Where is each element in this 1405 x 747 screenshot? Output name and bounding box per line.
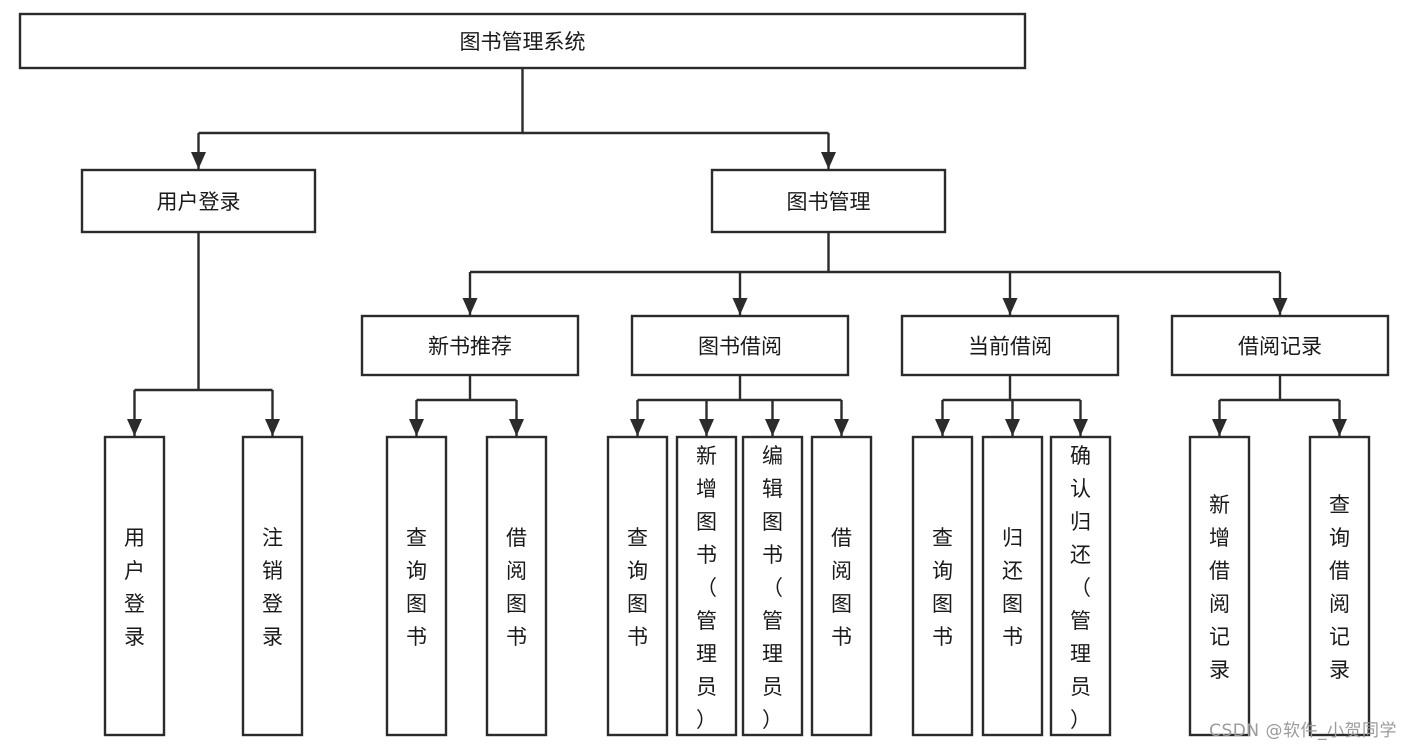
node-label: 新书推荐 (428, 335, 512, 359)
node-label: 查询借阅记录 (1329, 493, 1350, 682)
node-图书管理系统[interactable]: 图书管理系统 (18, 12, 1027, 70)
node-归还图书[interactable]: 归还图书 (981, 435, 1044, 737)
node-box[interactable] (710, 168, 947, 234)
connector-layer (127, 68, 1347, 436)
node-label: 归还图书 (1002, 526, 1023, 649)
arrow-head-icon (834, 419, 849, 436)
node-借阅记录[interactable]: 借阅记录 (1170, 314, 1390, 377)
node-新书推荐[interactable]: 新书推荐 (360, 314, 580, 377)
node-label: 借阅图书 (506, 526, 527, 649)
node-layer: 图书管理系统用户登录图书管理新书推荐图书借阅当前借阅借阅记录用户登录注销登录查询… (18, 12, 1390, 737)
node-label: 图书管理系统 (460, 30, 586, 54)
node-box[interactable] (606, 435, 669, 737)
node-label: 借阅记录 (1238, 335, 1322, 359)
node-label: 当前借阅 (968, 335, 1052, 359)
node-box[interactable] (630, 314, 850, 377)
node-label: 用户登录 (157, 190, 241, 214)
node-注销登录[interactable]: 注销登录 (241, 435, 304, 737)
arrow-head-icon (935, 419, 950, 436)
arrow-head-icon (462, 298, 478, 315)
arrow-head-icon (1073, 419, 1088, 436)
node-box[interactable] (1188, 435, 1251, 737)
node-box[interactable] (741, 435, 804, 737)
node-box[interactable] (900, 314, 1120, 377)
node-编辑图书管理员[interactable]: 编辑图书（管理员） (741, 435, 804, 737)
node-box[interactable] (241, 435, 304, 737)
node-box[interactable] (18, 12, 1027, 70)
node-新增图书管理员[interactable]: 新增图书（管理员） (675, 435, 738, 737)
node-借阅图书[interactable]: 借阅图书 (485, 435, 548, 737)
node-label: 新增借阅记录 (1209, 493, 1230, 682)
node-label: 借阅图书 (831, 526, 852, 649)
arrow-head-icon (265, 419, 280, 436)
arrow-head-icon (1005, 419, 1020, 436)
node-图书借阅[interactable]: 图书借阅 (630, 314, 850, 377)
arrow-head-icon (765, 419, 780, 436)
node-label: 图书管理 (787, 190, 871, 214)
node-label: 查询图书 (627, 526, 648, 649)
arrow-head-icon (1212, 419, 1227, 436)
arrow-head-icon (699, 419, 714, 436)
node-box[interactable] (103, 435, 166, 737)
node-查询图书[interactable]: 查询图书 (385, 435, 448, 737)
arrow-head-icon (509, 419, 524, 436)
arrow-head-icon (1002, 298, 1018, 315)
node-label: 编辑图书（管理员） (762, 444, 783, 732)
node-label: 用户登录 (124, 526, 145, 649)
node-box[interactable] (360, 314, 580, 377)
node-label: 图书借阅 (698, 335, 782, 359)
node-box[interactable] (1049, 435, 1112, 737)
node-label: 查询图书 (406, 526, 427, 649)
node-box[interactable] (981, 435, 1044, 737)
node-label: 注销登录 (262, 526, 283, 649)
node-box[interactable] (1170, 314, 1390, 377)
arrow-head-icon (1332, 419, 1347, 436)
arrow-head-icon (821, 152, 836, 169)
arrow-head-icon (191, 152, 206, 169)
arrow-head-icon (1272, 298, 1288, 315)
arrow-head-icon (732, 298, 748, 315)
arrow-head-icon (630, 419, 645, 436)
node-box[interactable] (80, 168, 317, 234)
node-查询图书[interactable]: 查询图书 (606, 435, 669, 737)
node-box[interactable] (485, 435, 548, 737)
node-label: 新增图书（管理员） (696, 444, 717, 732)
node-当前借阅[interactable]: 当前借阅 (900, 314, 1120, 377)
node-box[interactable] (675, 435, 738, 737)
node-借阅图书[interactable]: 借阅图书 (810, 435, 873, 737)
node-查询图书[interactable]: 查询图书 (911, 435, 974, 737)
arrow-head-icon (127, 419, 142, 436)
node-label: 查询图书 (932, 526, 953, 649)
node-用户登录[interactable]: 用户登录 (103, 435, 166, 737)
node-box[interactable] (1308, 435, 1371, 737)
arrow-head-icon (409, 419, 424, 436)
node-box[interactable] (911, 435, 974, 737)
node-label: 确认归还（管理员） (1070, 444, 1091, 732)
node-用户登录[interactable]: 用户登录 (80, 168, 317, 234)
node-查询借阅记录[interactable]: 查询借阅记录 (1308, 435, 1371, 737)
node-box[interactable] (385, 435, 448, 737)
node-新增借阅记录[interactable]: 新增借阅记录 (1188, 435, 1251, 737)
node-图书管理[interactable]: 图书管理 (710, 168, 947, 234)
node-box[interactable] (810, 435, 873, 737)
node-确认归还管理员[interactable]: 确认归还（管理员） (1049, 435, 1112, 737)
